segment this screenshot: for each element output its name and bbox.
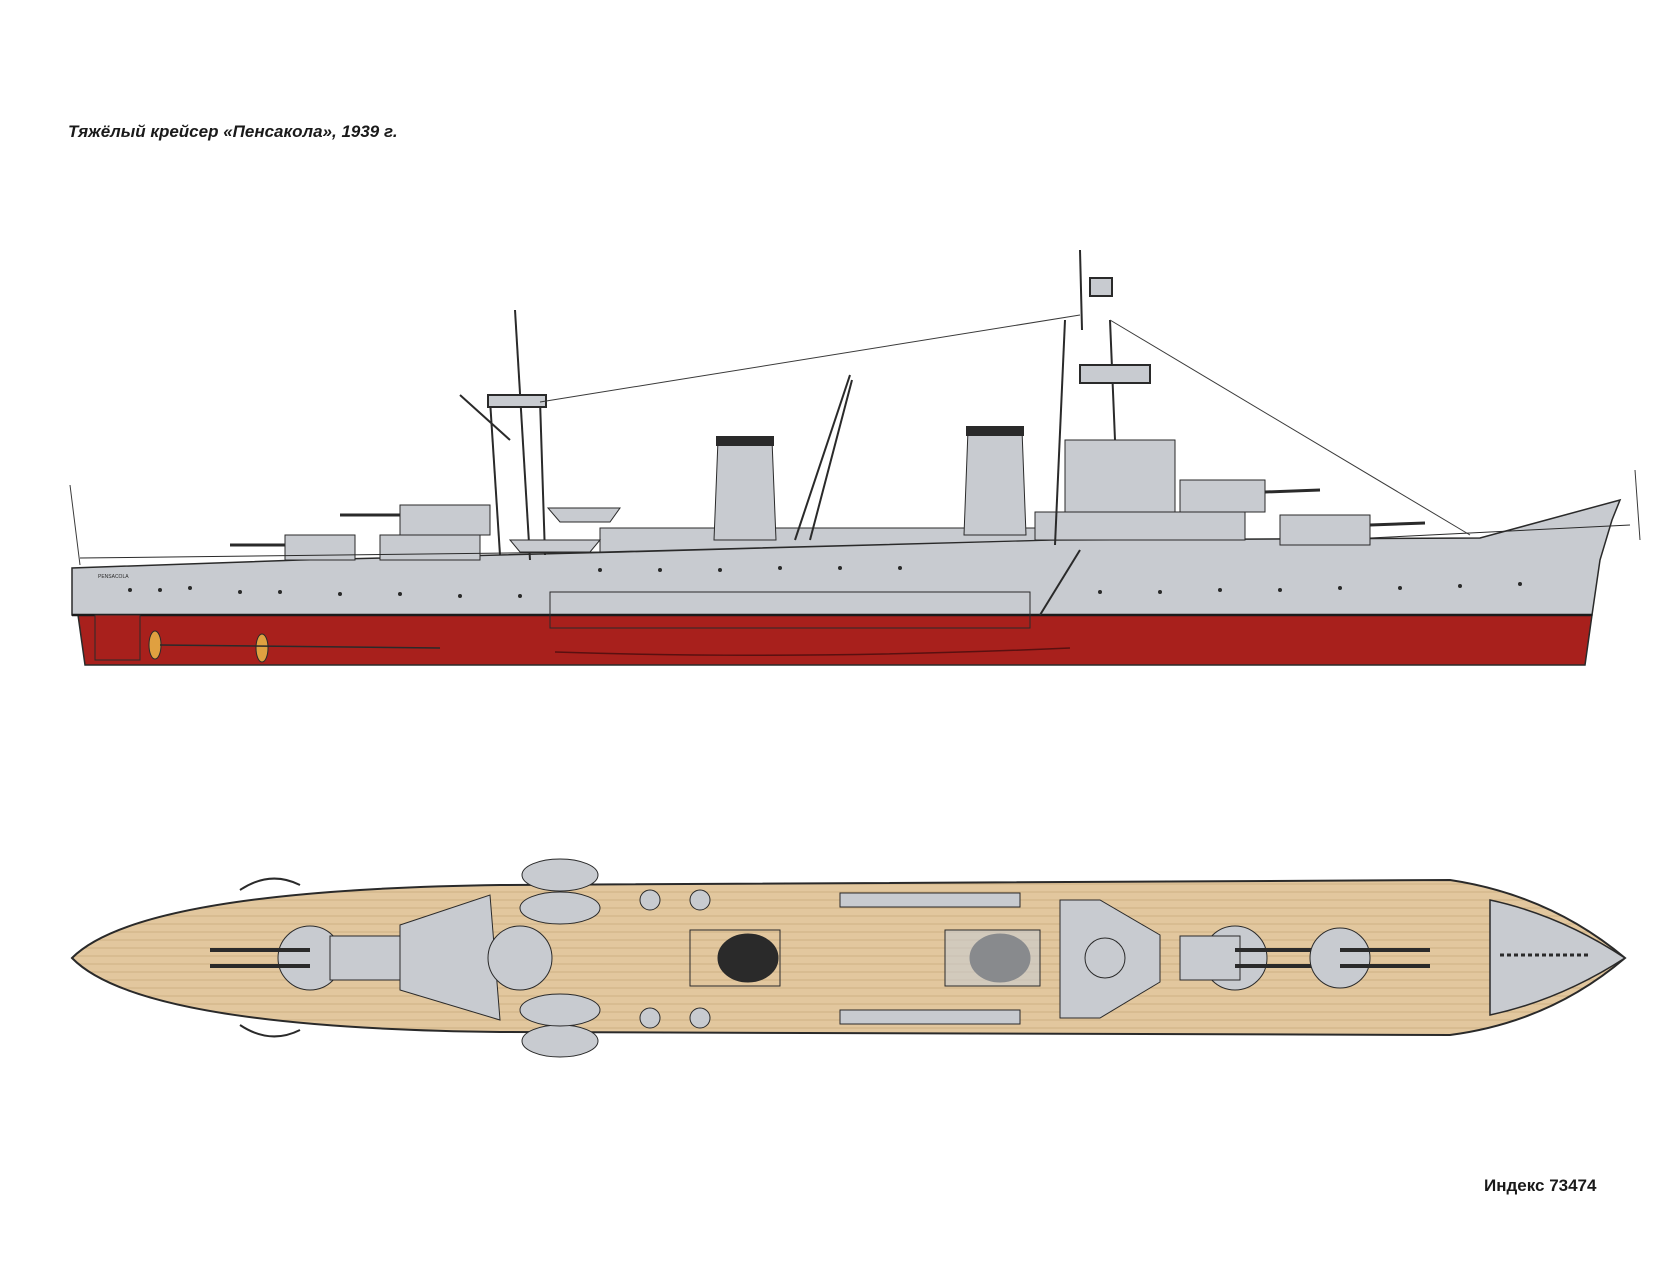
portholes: [128, 566, 1522, 598]
crane: [794, 374, 853, 541]
aft-deckhouse: [379, 534, 481, 561]
fwd-funnel: [963, 426, 1027, 536]
plan-bridge: [1059, 899, 1161, 1019]
aft-turret-upper: [340, 504, 491, 536]
armor-belt: [549, 591, 1031, 629]
rigging: [69, 314, 1641, 566]
plan-aft-turret-1: [210, 925, 411, 991]
deck-rail: [79, 551, 601, 559]
plan-view: [70, 858, 1627, 1058]
plan-fwd-turret-2: [1309, 927, 1430, 989]
plan-boats: [519, 858, 601, 1058]
plan-fwd-funnel: [944, 929, 1041, 987]
fwd-mast: [1054, 249, 1151, 546]
aft-mast: [459, 309, 547, 561]
fwd-turret-lower: [1279, 514, 1426, 546]
bridge-block: [1034, 511, 1246, 541]
plan-aft-funnel: [689, 929, 781, 987]
drawing-caption: Тяжёлый крейсер «Пенсакола», 1939 г.: [68, 122, 398, 141]
lower-hull-red: [77, 614, 1593, 666]
aft-funnel: [713, 436, 777, 541]
plan-fwd-turret-1: [1179, 925, 1320, 991]
fwd-turret-upper: [1179, 479, 1321, 513]
bow-forecastle: [1489, 899, 1627, 1016]
index-label: Индекс 73474: [1484, 1176, 1597, 1195]
propellers: [94, 614, 441, 663]
plan-deck-guns: [639, 889, 1021, 1029]
hull-name: PENSACOLA: [98, 574, 129, 580]
plan-aft-turret-2: [399, 894, 553, 1021]
side-profile-view: PENSACOLA: [69, 249, 1641, 666]
